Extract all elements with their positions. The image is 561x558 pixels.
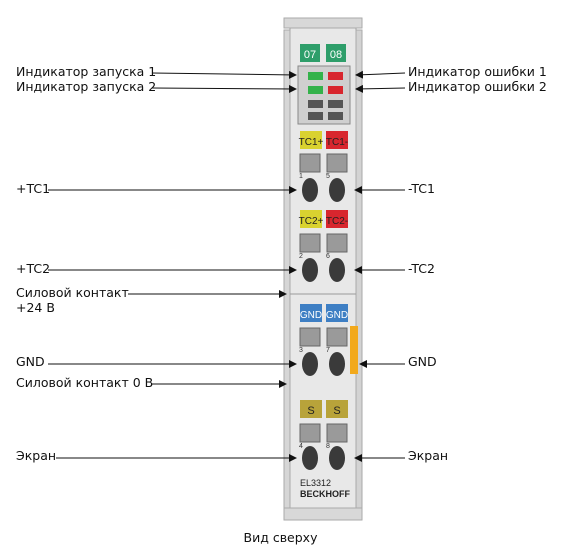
terminal-number-3: 3 — [299, 347, 303, 354]
module-left-profile — [283, 29, 291, 509]
module-side-profile — [355, 29, 363, 509]
gnd-tag-right — [326, 304, 348, 322]
gnd-right-label: GND — [408, 354, 437, 369]
wire-entry-3 — [302, 352, 318, 376]
run-led-2-label: Индикатор запуска 2 — [16, 79, 157, 94]
terminal-number-1: 1 — [299, 173, 303, 180]
release-slot-4 — [299, 423, 321, 443]
channel-tag-07-text: 07 — [304, 49, 316, 61]
tc2-minus-tag — [326, 210, 348, 228]
terminal-number-5: 5 — [326, 173, 330, 180]
power-contact-24v-label: Силовой контакт — [16, 285, 129, 300]
run-led-1-label: Индикатор запуска 1 — [16, 64, 157, 79]
tc1-plus-tag — [300, 131, 322, 149]
release-slot-3 — [299, 327, 321, 347]
shield-tag-right — [326, 400, 348, 418]
tc1-minus-tag — [326, 131, 348, 149]
run-led-2-leader — [151, 84, 297, 93]
wire-entry-4 — [302, 446, 318, 470]
model-name: EL3312 — [300, 478, 331, 488]
wire-entry-1 — [302, 178, 318, 202]
module-top-rail-latch — [283, 17, 363, 29]
wire-entry-6 — [329, 258, 345, 282]
release-slot-1 — [299, 153, 321, 173]
release-slot-5 — [326, 153, 348, 173]
tc2-plus-tag-text: TC2+ — [299, 216, 324, 227]
led-slot-empty-1 — [308, 100, 323, 108]
channel-tag-07 — [300, 44, 320, 62]
wire-entry-2 — [302, 258, 318, 282]
shield-tag-right-text: S — [333, 405, 340, 417]
terminal-number-2: 2 — [299, 253, 303, 260]
power-contact-24v-value: +24 В — [16, 300, 55, 315]
release-slot-6 — [326, 233, 348, 253]
error-led-1-label: Индикатор ошибки 1 — [408, 64, 547, 79]
terminal-number-4: 4 — [299, 443, 303, 450]
tc1-minus-tag-text: TC1- — [326, 137, 348, 148]
terminal-number-6: 6 — [326, 253, 330, 260]
shield-tag-left-text: S — [307, 405, 314, 417]
shield-right-label: Экран — [408, 448, 449, 463]
wire-entry-7 — [329, 352, 345, 376]
led-slot-empty-2 — [328, 100, 343, 108]
channel-tag-08-text: 08 — [330, 49, 342, 61]
channel-tag-08 — [326, 44, 346, 62]
tc2-minus-label: -TC2 — [408, 261, 435, 276]
gnd-left-label: GND — [16, 354, 45, 369]
terminal-number-8: 8 — [326, 443, 330, 450]
tc2-plus-label: +TC2 — [16, 261, 51, 276]
error-led-2-leader — [355, 84, 406, 93]
gnd-tag-left-text: GND — [300, 310, 322, 321]
led-slot-empty-4 — [328, 112, 343, 120]
power-contact-0v-label: Силовой контакт 0 В — [16, 375, 154, 390]
power-contact-orange — [350, 326, 358, 374]
error-led-2 — [328, 86, 343, 94]
tc2-minus-tag-text: TC2- — [326, 216, 348, 227]
release-slot-2 — [299, 233, 321, 253]
wire-entry-8 — [329, 446, 345, 470]
led-slot-empty-3 — [308, 112, 323, 120]
run-led-2 — [308, 86, 323, 94]
top-view-caption: Вид сверху — [243, 530, 318, 545]
brand-name: BECKHOFF — [300, 489, 350, 499]
wire-entry-5 — [329, 178, 345, 202]
error-led-1-leader — [355, 70, 406, 79]
release-slot-8 — [326, 423, 348, 443]
tc2-plus-tag — [300, 210, 322, 228]
run-led-1 — [308, 72, 323, 80]
gnd-tag-right-text: GND — [326, 310, 348, 321]
release-slot-7 — [326, 327, 348, 347]
run-led-1-leader — [151, 70, 297, 79]
shield-tag-left — [300, 400, 322, 418]
error-led-1 — [328, 72, 343, 80]
gnd-tag-left — [300, 304, 322, 322]
error-led-2-label: Индикатор ошибки 2 — [408, 79, 547, 94]
terminal-number-7: 7 — [326, 347, 330, 354]
module-bottom-rail-latch — [283, 507, 363, 521]
shield-left-label: Экран — [16, 448, 57, 463]
tc1-plus-tag-text: TC1+ — [299, 137, 324, 148]
tc1-minus-label: -TC1 — [408, 181, 435, 196]
tc1-plus-label: +TC1 — [16, 181, 51, 196]
